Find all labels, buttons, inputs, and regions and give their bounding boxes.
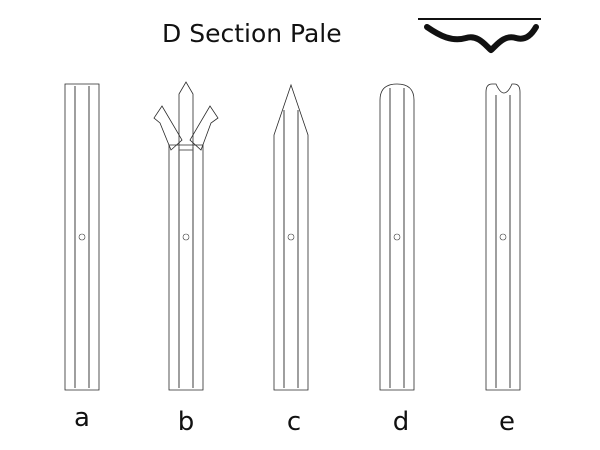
pale-label-e: e [499, 407, 515, 437]
pale-label-a: a [74, 403, 90, 433]
pale-label-b: b [178, 407, 195, 437]
pale-c [273, 83, 309, 391]
pale-a [64, 83, 100, 391]
pale-label-c: c [287, 407, 301, 437]
d-section-profile-icon [418, 18, 541, 53]
pale-d [379, 83, 415, 391]
pale-b [153, 81, 219, 391]
pale-label-d: d [393, 407, 410, 437]
page-title: D Section Pale [162, 19, 342, 48]
pale-e [485, 83, 521, 391]
